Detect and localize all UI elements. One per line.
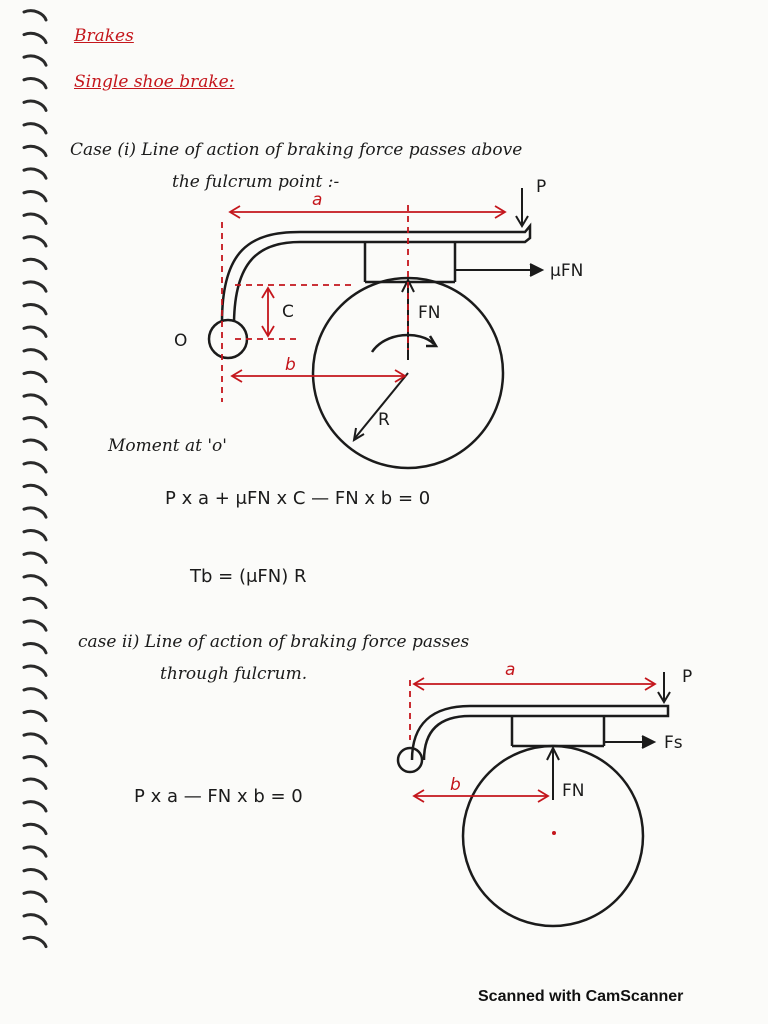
spiral-coil — [22, 777, 48, 790]
spiral-coil — [22, 845, 48, 858]
spiral-coil — [22, 529, 48, 542]
spiral-coil — [22, 9, 48, 22]
equation-moment-case1: P x a + μFN x C — FN x b = 0 — [165, 488, 431, 509]
label-muFN: μFN — [550, 261, 583, 281]
spiral-coil — [22, 190, 48, 203]
spiral-coil — [22, 438, 48, 451]
spiral-coil — [22, 935, 48, 949]
spiral-coil — [22, 483, 48, 497]
brake-shoe-2 — [510, 716, 606, 748]
label-O: O — [174, 331, 187, 351]
moment-label: Moment at 'o' — [108, 436, 227, 456]
label-a: a — [312, 190, 322, 210]
spiral-coil — [22, 890, 48, 903]
spiral-coil — [22, 144, 48, 158]
label-FN: FN — [418, 303, 441, 323]
spiral-coil — [22, 732, 48, 745]
spiral-coil — [22, 416, 48, 429]
label-b: b — [285, 355, 296, 375]
spiral-coil — [22, 868, 48, 881]
spiral-coil — [22, 596, 48, 610]
label-b-2: b — [450, 775, 461, 795]
spiral-coil — [22, 303, 48, 316]
brake-lever — [220, 222, 532, 323]
spiral-coil — [22, 77, 48, 90]
spiral-coil — [22, 31, 48, 45]
label-P: P — [536, 177, 546, 197]
brake-lever-2 — [410, 704, 670, 761]
spiral-coil — [22, 822, 48, 836]
spiral-coil — [22, 619, 48, 632]
spiral-coil — [22, 642, 48, 655]
spiral-coil — [22, 257, 48, 271]
spiral-coil — [22, 280, 48, 293]
spiral-coil — [22, 755, 48, 768]
page-title: Brakes — [74, 26, 134, 46]
equation-moment-case2: P x a — FN x b = 0 — [134, 786, 303, 807]
fulcrum-pin-2 — [396, 746, 424, 774]
spiral-coil — [22, 461, 48, 474]
section-heading: Single shoe brake: — [74, 72, 235, 92]
label-FN-2: FN — [562, 781, 585, 801]
label-P-2: P — [682, 667, 692, 687]
spiral-coil — [22, 506, 48, 519]
spiral-coil — [22, 54, 48, 67]
case2-heading-cont: through fulcrum. — [160, 664, 308, 684]
spiral-coil — [22, 212, 48, 225]
spiral-coil — [22, 325, 48, 338]
rotation-arrow — [370, 333, 435, 353]
case1-heading-cont: the fulcrum point :- — [172, 172, 340, 192]
spiral-coil — [22, 167, 48, 180]
spiral-coil — [22, 574, 48, 587]
spiral-coil — [22, 913, 48, 926]
spiral-coil — [22, 370, 48, 384]
spiral-coil — [22, 664, 48, 677]
spiral-coil — [22, 551, 48, 564]
spiral-coil — [22, 800, 48, 813]
case2-heading: case ii) Line of action of braking force… — [78, 632, 470, 652]
case1-heading: Case (i) Line of action of braking force… — [70, 140, 523, 160]
label-Fs: Fs — [664, 733, 683, 753]
label-a-2: a — [505, 660, 515, 680]
spiral-coil — [22, 99, 48, 112]
spiral-coil — [22, 687, 48, 700]
equation-braking-torque: Tb = (μFN) R — [190, 566, 307, 587]
label-R: R — [378, 410, 390, 430]
spiral-binding — [22, 9, 48, 949]
spiral-coil — [22, 348, 48, 361]
scanner-watermark: Scanned with CamScanner — [478, 988, 684, 1005]
spiral-coil — [22, 393, 48, 406]
spiral-coil — [22, 709, 48, 723]
spiral-coil — [22, 122, 48, 135]
spiral-coil — [22, 235, 48, 248]
label-C: C — [282, 302, 294, 322]
